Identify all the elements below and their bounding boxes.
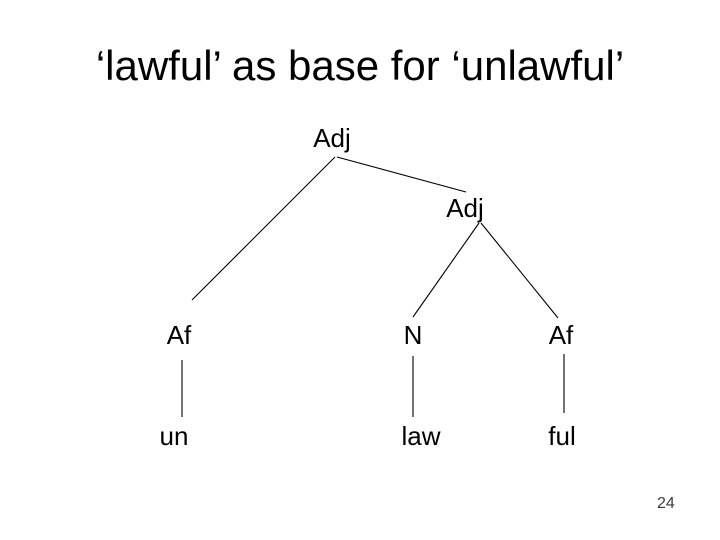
tree-edge-adj-root-af-left <box>191 156 336 301</box>
tree-node-af-left: Af <box>166 320 192 350</box>
tree-node-adj-root: Adj <box>313 123 351 153</box>
tree-node-law: law <box>401 421 441 451</box>
tree-node-adj-inner: Adj <box>446 193 484 223</box>
tree-edge-adj-root-adj-inner <box>336 156 467 193</box>
tree-edge-adj-inner-af-right <box>480 222 559 319</box>
tree-node-n: N <box>403 320 423 350</box>
slide-title: ‘lawful’ as base for ‘unlawful’ <box>95 42 625 89</box>
tree-node-af-right: Af <box>548 320 574 350</box>
page-number: 24 <box>657 495 675 512</box>
tree-node-un: un <box>159 421 189 451</box>
tree-edge-adj-inner-n <box>412 222 480 318</box>
tree-node-ful: ful <box>548 421 576 451</box>
